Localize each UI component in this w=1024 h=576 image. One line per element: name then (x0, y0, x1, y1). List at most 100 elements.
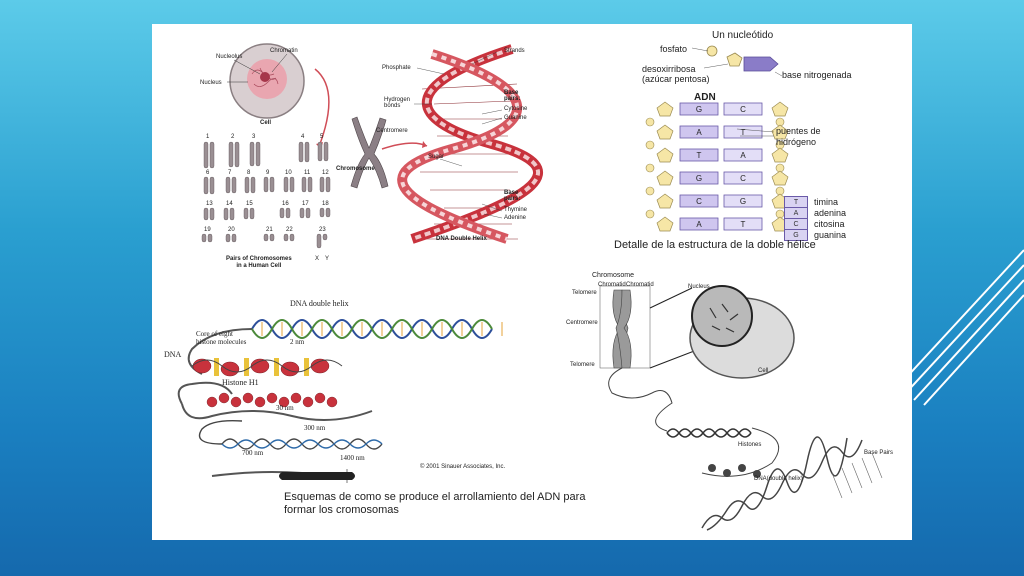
karyotype-number: 4 (301, 134, 305, 140)
base-right (723, 217, 763, 231)
title-un-nucleotido: Un nucleótido (712, 30, 774, 41)
base-letter: T (697, 151, 702, 160)
label-chromosome-panel4: Chromosome (592, 272, 635, 279)
base-letter: A (696, 128, 702, 137)
base-letter: C (740, 105, 746, 114)
base-right (723, 102, 763, 116)
nucleosomes (191, 358, 343, 377)
base-left (679, 217, 719, 231)
karyotype-number: 5 (320, 134, 324, 140)
label-base-nitrogenada: base nitrogenada (782, 70, 852, 80)
label-nucleolus: Nucleolus (216, 54, 243, 60)
base-right (723, 171, 763, 185)
label-dna-double-helix-packing: DNA double helix (290, 299, 349, 308)
sugar-pentagon (771, 124, 789, 140)
fiber-300nm (198, 419, 383, 450)
phosphate-circle (645, 186, 655, 196)
karyotype-number: 12 (322, 170, 329, 176)
sugar-pentagon (656, 101, 674, 117)
karyotype-number: 11 (304, 170, 311, 176)
label-histone-h1: Histone H1 (222, 378, 259, 387)
karyotype-pairs (201, 141, 331, 249)
label-cell: Cell (260, 120, 272, 126)
label-dna-double-helix-panel4: DNA(double helix) (754, 476, 803, 482)
base-letter: T (741, 220, 746, 229)
label-copyright: © 2001 Sinauer Associates, Inc. (420, 464, 506, 470)
karyotype-number: 7 (228, 170, 232, 176)
sugar-pentagon (771, 170, 789, 186)
label-base-pairs-bottom: Base pairs: (504, 190, 521, 202)
phosphate-circle (645, 209, 655, 219)
label-dna: DNA (164, 350, 182, 359)
karyotype-number: 17 (302, 201, 309, 207)
label-sugar: Sugar (428, 154, 445, 160)
sugar-pentagon (656, 216, 674, 232)
label-chromatid-left: Chromatid (598, 282, 626, 288)
base-letter: C (740, 174, 746, 183)
dna-double-helix-drawing (397, 44, 543, 244)
label-chromosome: Chromosome (336, 166, 375, 172)
karyotype-number: 3 (252, 134, 256, 140)
karyotype-number: 23 (319, 227, 326, 233)
karyotype-number: 8 (247, 170, 251, 176)
label-fosfato: fosfato (660, 44, 688, 54)
base-left (679, 194, 719, 208)
sugar-pentagon (656, 124, 674, 140)
base-letter: C (696, 197, 702, 206)
label-300nm: 300 nm (304, 424, 326, 432)
label-centromere-panel4: Centromere (566, 320, 598, 326)
base-left (679, 125, 719, 139)
karyotype-number: 21 (266, 227, 273, 233)
karyotype-number: 6 (206, 170, 210, 176)
label-strands: Strands (504, 48, 525, 54)
karyotype-number: 18 (322, 201, 329, 207)
sugar-pentagon (656, 170, 674, 186)
label-base-pairs-panel4: Base Pairs (864, 450, 894, 456)
label-thymine: Thymine (504, 207, 528, 213)
legend-label: timina (814, 197, 839, 207)
base-right (723, 125, 763, 139)
sugar-pentagon (656, 193, 674, 209)
label-phosphate: Phosphate (382, 65, 411, 71)
karyotype-number: 9 (266, 170, 270, 176)
label-1400nm: 1400 nm (340, 454, 365, 462)
sugar-pentagon (771, 147, 789, 163)
label-cytosine: Cytosine (504, 106, 528, 112)
label-desoxirribosa: desoxirribosa (azúcar pentosa) (642, 64, 710, 84)
phosphate-circle (645, 163, 655, 173)
label-chromatid-right: Chromatid (626, 282, 654, 288)
base-letter: A (740, 151, 746, 160)
karyotype-number: 2 (231, 134, 235, 140)
label-30nm: 30 nm (276, 404, 294, 412)
base-letter: A (696, 220, 702, 229)
karyotype-number: 22 (286, 227, 293, 233)
label-y: Y (325, 256, 330, 262)
base-left (679, 102, 719, 116)
label-telomere-top: Telomere (572, 290, 597, 296)
label-pairs-title: Pairs of Chromosomes in a Human Cell (226, 256, 292, 269)
label-adn: ADN (694, 92, 716, 103)
sugar-pentagon (771, 101, 789, 117)
fiber-30nm (177, 381, 373, 421)
dna-packing-illustration (177, 319, 503, 483)
legend-chip: G (784, 229, 808, 241)
legend-label: guanina (814, 230, 847, 240)
label-chromatin: Chromatin (270, 48, 298, 54)
base-letter: G (696, 174, 702, 183)
base-right (723, 194, 763, 208)
label-centromere: Centromere (376, 128, 408, 134)
sugar-pentagon (656, 147, 674, 163)
karyotype-number: 10 (285, 170, 292, 176)
karyotype-number: 14 (226, 201, 233, 207)
label-guanine: Guanine (504, 115, 527, 121)
slide-canvas: Nucleolus Chromatin Nucleus Cell Centrom… (152, 24, 912, 540)
karyotype-number: 13 (206, 201, 213, 207)
karyotype-number: 16 (282, 201, 289, 207)
legend-label: adenina (814, 208, 847, 218)
phosphate-circle (645, 117, 655, 127)
